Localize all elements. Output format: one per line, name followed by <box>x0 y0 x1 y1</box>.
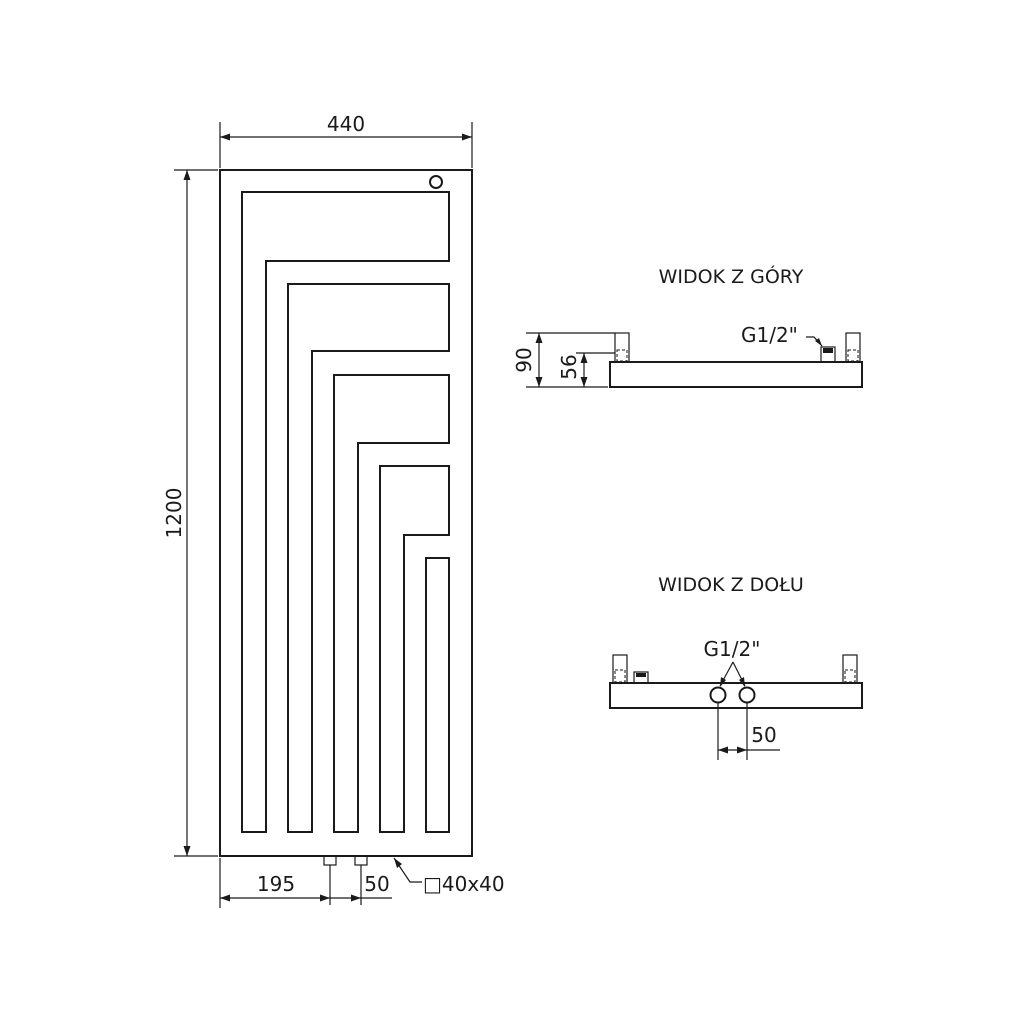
air-vent-icon <box>429 175 443 189</box>
depth-label: 90 <box>512 347 536 372</box>
wall-bracket-right <box>842 654 858 684</box>
bottom-view-body <box>609 682 863 709</box>
front-view <box>219 169 473 905</box>
wall-bracket-right <box>845 332 861 363</box>
heating-tube-1 <box>241 191 450 833</box>
offset-left-label: 195 <box>257 872 295 896</box>
bottom-view-title: WIDOK Z DOŁU <box>658 574 804 596</box>
bottom-dimensions: 195 50 □40x40 <box>219 857 505 908</box>
profile-label: □40x40 <box>423 872 505 896</box>
inlet-port-icon <box>709 686 727 704</box>
heating-tube-3 <box>333 374 450 833</box>
heating-tube-5 <box>425 557 450 833</box>
radiator-outline <box>219 169 473 857</box>
pipe-spacing-label: 50 <box>364 872 389 896</box>
width-label: 440 <box>327 112 365 136</box>
height-label: 1200 <box>162 488 186 539</box>
body-depth-label: 56 <box>557 354 581 379</box>
top-view-title: WIDOK Z GÓRY <box>659 264 804 288</box>
connection-stub-left <box>323 855 337 866</box>
wall-bracket-left <box>614 332 630 363</box>
bottom-connection-label: G1/2" <box>704 637 761 661</box>
vent-plug <box>633 671 649 684</box>
heating-tube-2 <box>287 283 450 833</box>
connection-stub-right <box>354 855 368 866</box>
wall-bracket-left <box>612 654 628 684</box>
width-dimension: 440 <box>219 112 473 168</box>
bottom-view: WIDOK Z DOŁU G1/2" 50 <box>609 574 863 760</box>
outlet-port-icon <box>738 686 756 704</box>
height-dimension: 1200 <box>162 169 218 857</box>
bottom-pipe-spacing-label: 50 <box>751 723 776 747</box>
top-view: WIDOK Z GÓRY G1/2" 90 56 <box>512 264 863 388</box>
top-connection-label: G1/2" <box>741 323 798 347</box>
top-view-body <box>609 361 863 388</box>
connection-nipple <box>820 346 836 363</box>
heating-tube-4 <box>379 465 450 833</box>
